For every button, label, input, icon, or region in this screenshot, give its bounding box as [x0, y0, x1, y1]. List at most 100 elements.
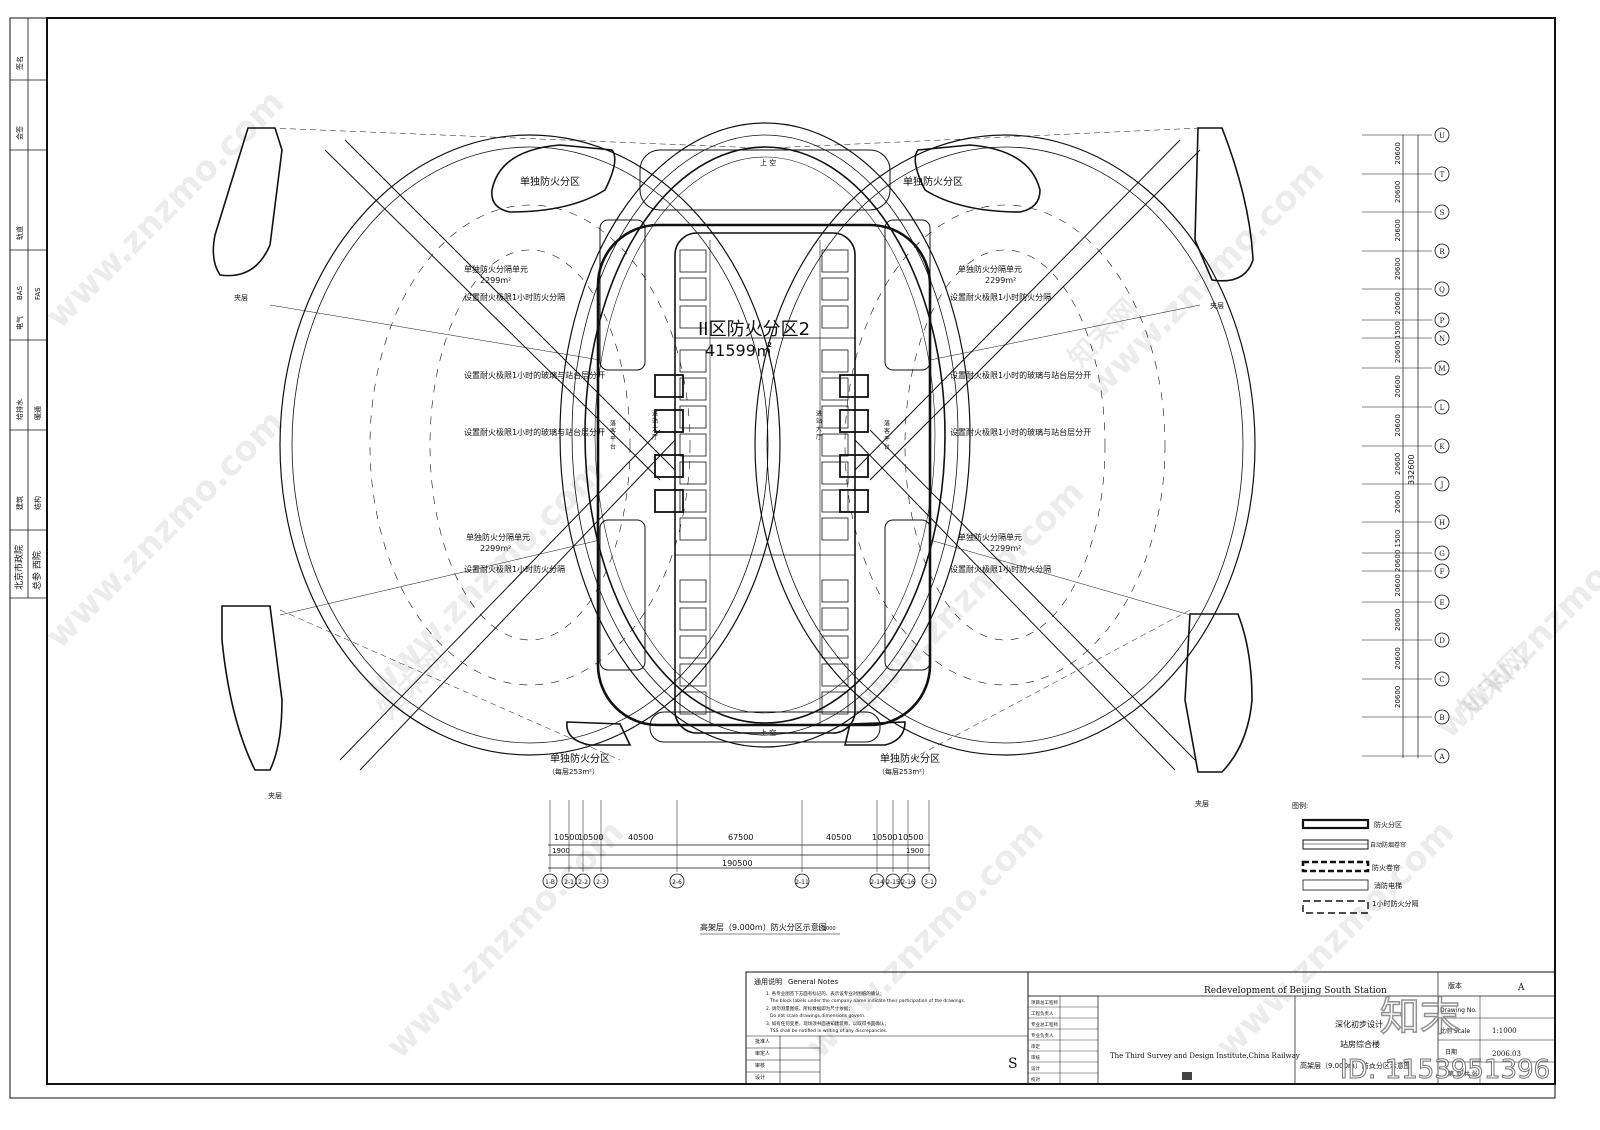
dim-segment: 20600 [1394, 453, 1402, 475]
legend-label: 防火卷帘 [1372, 863, 1400, 872]
role-label: 审核 [1031, 1054, 1040, 1061]
waiting-room-cell [821, 405, 849, 429]
mezzanine-label-tr: 夹层 [1210, 301, 1224, 310]
note-line: Do not scale drawings,dimensions govern. [770, 1013, 866, 1019]
title-block [1027, 971, 1556, 1085]
waiting-room-cell [821, 691, 849, 715]
role-label: 设计 [1031, 1065, 1040, 1072]
axis-label: T [1440, 171, 1445, 179]
dim-segment: 40500 [628, 833, 653, 842]
mezzanine-label-br: 夹层 [1195, 799, 1209, 808]
plan-drawing [269, 122, 1256, 771]
waiting-room-cell [821, 635, 849, 659]
axis-label: 2-6 [672, 879, 682, 886]
axis-label: S [1440, 209, 1445, 217]
dim-segment: 10500 [872, 833, 897, 842]
zone-area: 41599㎡ [705, 341, 772, 360]
axis-bubble [1434, 166, 1450, 182]
watermark-site: www.znzmo.com [378, 812, 632, 1066]
station-ring-3 [584, 146, 946, 724]
watermark-site: www.znzmo.com [38, 402, 292, 656]
legend-title: 图例: [1292, 801, 1308, 810]
dim-segment: 1500 [1394, 530, 1402, 548]
dim-segment: 20600 [1394, 292, 1402, 314]
axis-label: F [1440, 568, 1445, 576]
side-stamp-label: BAS [16, 285, 24, 300]
dim-segment: 67500 [728, 833, 753, 842]
axis-bubble [669, 873, 685, 889]
waiting-room-cell [821, 489, 849, 513]
axis-label: 2-2 [578, 879, 588, 886]
sheet-title: 高架层（9.000m）防火分区示意图 [1300, 1061, 1411, 1070]
bottom-dimension-chain [548, 844, 930, 869]
separate-zone-label-tr: 单独防火分区 [903, 175, 963, 188]
unit-label-tr: 单独防火分隔单元 [958, 264, 1022, 274]
mezzanine-label-bl: 夹层 [268, 791, 282, 800]
side-stamp-label: 签名 [15, 56, 24, 70]
dim-segment: 40500 [826, 833, 851, 842]
dim-segment: 20600 [1394, 414, 1402, 436]
waiting-room-cell [679, 635, 707, 659]
axis-bubble [1434, 594, 1450, 610]
platform-label-left: 落 客 平 台 [609, 419, 616, 451]
axis-label: 2-3 [596, 879, 606, 886]
separate-zone-label-br: 单独防火分区 [880, 752, 940, 765]
axis-bubble [1434, 514, 1450, 530]
axis-bubble [1434, 748, 1450, 764]
waiting-room-cell [821, 377, 849, 401]
waiting-room-cell [679, 305, 707, 329]
waiting-room-cell [679, 517, 707, 541]
axis-bubble [575, 873, 591, 889]
legend-swatch-fire-elevator [1302, 879, 1369, 891]
institute-logo [1182, 1072, 1192, 1080]
axis-bubble [921, 873, 937, 889]
axis-label: M [1438, 365, 1445, 373]
axis-label: H [1439, 519, 1445, 527]
side-stamp-label: 结构 [33, 496, 42, 510]
axis-label: 2-16 [901, 879, 915, 886]
dim-right-total: 332600 [1407, 454, 1416, 485]
void-label-top: 上 空 [760, 158, 776, 167]
axis-bubble [869, 873, 885, 889]
note-1h-br: 设置耐火极限1小时防火分隔 [950, 564, 1051, 574]
dim-segment: 10500 [554, 833, 579, 842]
watermark-site: www.znzmo.com [1078, 152, 1332, 406]
plan-labels: II区防火分区2 41599㎡ 上 空 上 空 单独防火分区 单独防火分区 单独… [234, 158, 1224, 808]
watermark-site: www.znzmo.com [838, 472, 1092, 726]
waiting-room-cell [821, 349, 849, 373]
legend-label: 防火分区 [1374, 820, 1402, 829]
separate-zone-label-bl: 单独防火分区 [550, 752, 610, 765]
dim-segment: 20600 [1394, 142, 1402, 164]
legend-label: 1小时防火分隔 [1372, 899, 1418, 908]
note-line: 1. 各专业图签下方面有标记的，表示该专业对图纸的确认； [766, 990, 884, 997]
dim-segment: 10500 [898, 833, 923, 842]
axis-bubble [1434, 438, 1450, 454]
watermark-logo: 知末 [1380, 994, 1460, 1040]
waiting-room-cell [679, 461, 707, 485]
waiting-room-cell [679, 579, 707, 603]
unit-area-bl: 2299m² [480, 544, 511, 553]
axis-label: L [1440, 404, 1445, 412]
notes-row-label: 审定人 [755, 1050, 770, 1057]
legend-swatch-fire-zone [1301, 818, 1370, 830]
notes-row-label: 审核 [755, 1062, 765, 1069]
axis-bubble [1434, 709, 1450, 725]
scale-value: 1:1000 [1492, 1027, 1517, 1035]
notes-row-label: 设计 [755, 1074, 765, 1081]
unit-area-br: 2299m² [990, 544, 1021, 553]
legend-swatch-fire-shutter [1301, 860, 1370, 873]
axis-label: 2-1 [564, 879, 574, 886]
waiting-room-cell [679, 405, 707, 429]
waiting-rooms [679, 249, 849, 715]
axis-label: 2-14 [870, 879, 884, 886]
axis-bubble [1434, 360, 1450, 376]
dashed-arc [369, 204, 691, 686]
void-label-bottom: 上 空 [760, 728, 776, 737]
waiting-room-cell [679, 349, 707, 373]
axis-bubble [542, 873, 558, 889]
dim-segment: 20600 [1394, 574, 1402, 596]
watermark-site: www.znzmo.com [1428, 492, 1600, 746]
waiting-room-cell [679, 691, 707, 715]
waiting-room-cell [679, 433, 707, 457]
